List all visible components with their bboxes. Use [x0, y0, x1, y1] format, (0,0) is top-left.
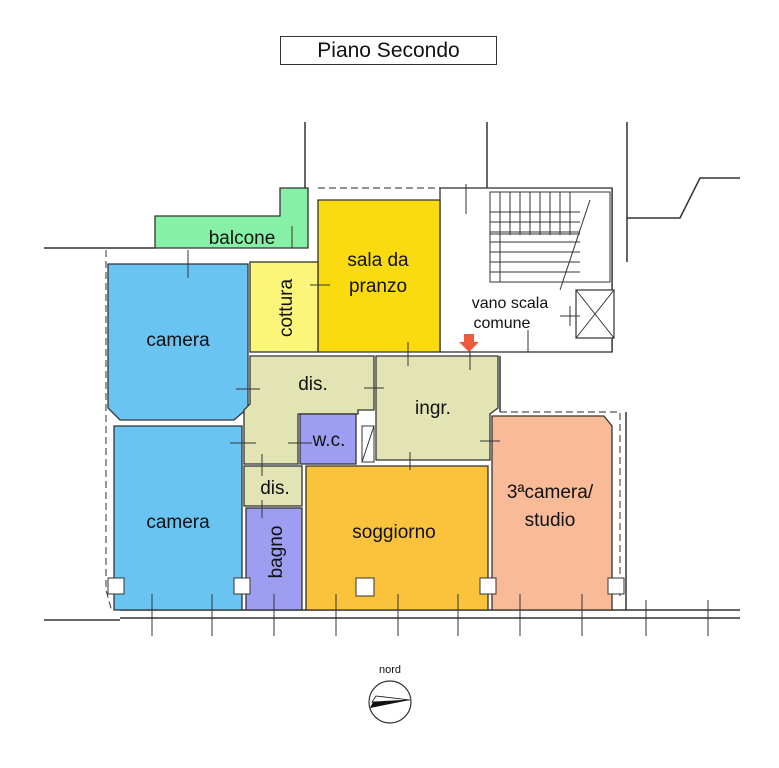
label-cottura: cottura	[276, 279, 297, 338]
label-soggiorno: soggiorno	[352, 522, 435, 543]
label-terza-camera-line2: studio	[525, 510, 576, 531]
label-vano-scala-line2: comune	[474, 315, 531, 332]
room-camera-bottom	[113, 425, 243, 611]
room-wc	[299, 413, 357, 465]
room-ingr	[375, 355, 499, 461]
label-terza-camera-line1: 3ªcamera/	[507, 482, 594, 503]
label-dis-bottom: dis.	[260, 478, 290, 499]
label-vano-scala-line1: vano scala	[472, 295, 549, 312]
label-sala-line1: sala da	[347, 250, 409, 271]
label-ingr: ingr.	[415, 398, 451, 419]
room-balcone	[154, 187, 309, 249]
room-bagno	[245, 507, 303, 611]
compass-label: nord	[379, 664, 401, 676]
door-ticks	[151, 210, 709, 636]
label-bagno: bagno	[266, 526, 287, 579]
label-balcone: balcone	[209, 228, 276, 249]
north-arrow-icon	[368, 680, 412, 724]
plan-title: Piano Secondo	[280, 36, 497, 65]
entry-arrow-icon	[459, 334, 479, 352]
room-cottura	[249, 261, 319, 353]
room-dis-bottom	[243, 465, 303, 507]
label-dis-top: dis.	[298, 374, 328, 395]
room-camera-top	[107, 263, 249, 421]
label-wc: w.c.	[312, 430, 346, 451]
label-sala-line2: pranzo	[349, 276, 407, 297]
label-camera-bottom: camera	[146, 512, 210, 533]
pillars	[107, 425, 625, 597]
room-soggiorno	[305, 465, 489, 611]
label-camera-top: camera	[146, 330, 210, 351]
